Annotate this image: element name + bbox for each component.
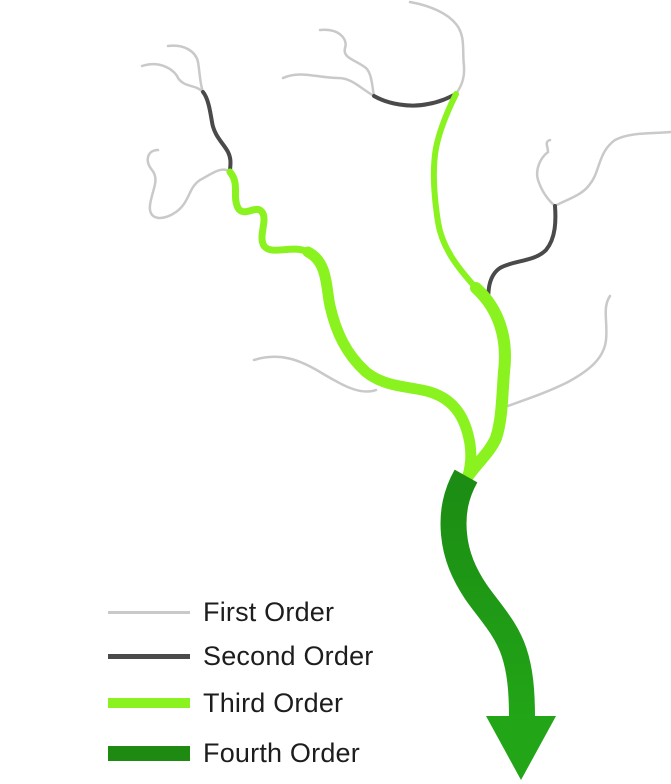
flow-arrowhead (486, 716, 556, 780)
fourth-order-channel (440, 469, 535, 719)
second-order-stream (486, 204, 558, 308)
third-order-stream (302, 246, 477, 482)
first-order-stream (140, 62, 205, 94)
fourth-order-stream (440, 469, 556, 780)
first-order-stream (146, 148, 232, 220)
third-order-stream (226, 168, 312, 256)
second-order-stream (372, 92, 458, 108)
second-order-stream (201, 90, 233, 174)
third-order-streams (226, 91, 511, 482)
first-order-stream (281, 73, 376, 98)
legend-item-second-order: Second Order (108, 638, 374, 674)
first-order-stream (535, 138, 557, 208)
second-order-streams (201, 90, 558, 308)
second-order-swatch (108, 653, 190, 659)
third-order-stream (430, 91, 479, 291)
first-order-stream (166, 44, 205, 94)
first-order-stream (318, 28, 376, 98)
legend-item-fourth-order: Fourth Order (108, 735, 360, 771)
legend-label-first-order: First Order (203, 596, 335, 627)
legend-item-third-order: Third Order (108, 685, 343, 721)
first-order-stream (252, 355, 378, 393)
legend-label-fourth-order: Fourth Order (203, 737, 360, 768)
third-order-swatch (108, 698, 190, 708)
fourth-order-swatch (108, 745, 190, 761)
legend-label-second-order: Second Order (203, 640, 374, 671)
first-order-stream (408, 0, 466, 96)
first-order-streams (140, 0, 671, 408)
legend-label-third-order: Third Order (203, 687, 344, 718)
first-order-stream (553, 130, 671, 208)
first-order-swatch (108, 610, 190, 614)
first-order-stream (506, 294, 612, 408)
legend-item-first-order: First Order (108, 594, 334, 630)
third-order-stream (462, 282, 511, 482)
